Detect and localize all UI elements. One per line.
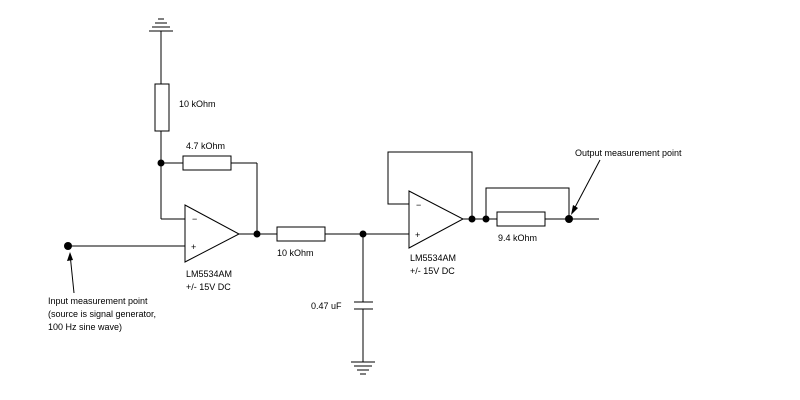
opamp-1-model-label: LM5534AM: [186, 269, 232, 279]
opamp-1-noninverting-sign: +: [191, 242, 196, 252]
resistor-10k-ground: [154, 83, 170, 132]
opamp-2-noninverting-sign: +: [415, 230, 420, 240]
input-annotation-line-3: 100 Hz sine wave): [48, 322, 122, 332]
input-annotation-line-2: (source is signal generator,: [48, 309, 156, 319]
opamp-2-supply-label: +/- 15V DC: [410, 266, 455, 276]
opamp-2: [408, 190, 465, 249]
opamp-1-supply-label: +/- 15V DC: [186, 282, 231, 292]
output-annotation-label: Output measurement point: [575, 148, 682, 158]
resistor-10k-series-label: 10 kOhm: [277, 248, 314, 258]
ground-symbol-top: [149, 18, 173, 32]
input-annotation-arrowhead: [67, 252, 73, 261]
input-annotation-arrow: [69, 253, 75, 294]
wire-bypass-loop: [485, 187, 570, 219]
output-terminal: [565, 215, 573, 223]
resistor-9k4-output-label: 9.4 kOhm: [498, 233, 537, 243]
resistor-10k-series: [276, 226, 326, 242]
capacitor-label: 0.47 uF: [311, 301, 342, 311]
input-annotation-line-1: Input measurement point: [48, 296, 148, 306]
opamp-2-inverting-sign: −: [416, 200, 421, 210]
opamp-2-model-label: LM5534AM: [410, 253, 456, 263]
resistor-9k4-output: [496, 211, 546, 227]
opamp-1-inverting-sign: −: [192, 214, 197, 224]
ground-symbol-bottom: [351, 361, 375, 375]
output-annotation-arrowhead: [571, 205, 578, 215]
output-annotation-arrow: [571, 159, 601, 214]
junction-opamp2-output: [468, 215, 476, 223]
wire-opamp2-feedback: [387, 151, 473, 219]
opamp-1: [184, 204, 241, 263]
resistor-4k7-feedback: [182, 155, 232, 171]
resistor-4k7-feedback-label: 4.7 kOhm: [186, 141, 225, 151]
resistor-10k-ground-label: 10 kOhm: [179, 99, 216, 109]
